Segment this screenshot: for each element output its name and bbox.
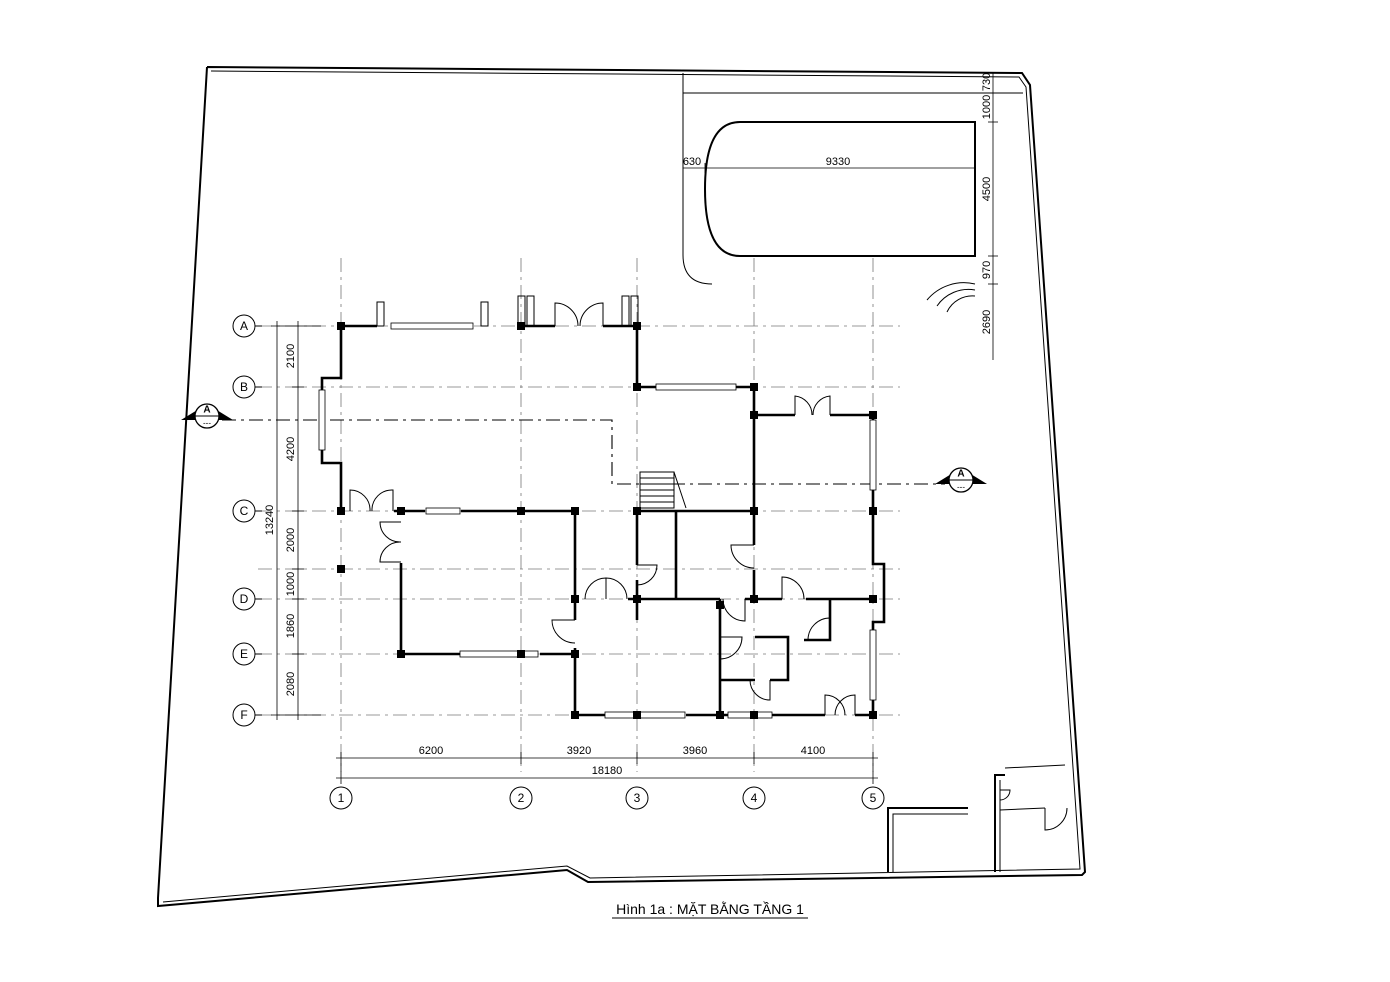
stairs (639, 471, 687, 509)
dim-v-6: 2080 (285, 672, 297, 696)
grid-col-2: 2 (518, 791, 525, 805)
pool-dim-step: 2690 (981, 310, 993, 334)
columns (337, 322, 877, 719)
dim-v-4: 1000 (285, 572, 297, 596)
grid-row-B: B (240, 380, 248, 394)
pool-outline (703, 121, 976, 257)
facade-stubs (376, 295, 639, 327)
dim-h-1: 6200 (419, 745, 443, 757)
section-cut-line (222, 419, 945, 485)
horizontal-dimensions: 6200 3920 3960 4100 18180 (336, 745, 878, 784)
grid-col-4: 4 (751, 791, 758, 805)
grid-row-D: D (240, 592, 249, 606)
grid-row-C: C (240, 504, 249, 518)
grid-col-5: 5 (870, 791, 877, 805)
grid-col-1: 1 (338, 791, 345, 805)
pool-dim-length: 9330 (826, 156, 850, 168)
grid-row-bubbles: A B C D E F (232, 314, 262, 727)
dim-v-3: 2000 (285, 528, 297, 552)
drawing-caption: Hình 1a : MẶT BẰNG TẦNG 1 (616, 900, 804, 917)
pool-dim-top-b: 1000 (981, 95, 993, 119)
dim-h-4: 4100 (801, 745, 825, 757)
doors (349, 302, 856, 716)
section-sub-left: --- (203, 419, 211, 428)
dim-v-total: 13240 (264, 505, 276, 536)
section-label-left: A (203, 405, 210, 416)
site-boundary (157, 66, 1087, 908)
pool-dim-left: 630 (683, 156, 701, 168)
pool-dim-width: 4500 (981, 177, 993, 201)
dim-h-3: 3960 (683, 745, 707, 757)
grid-row-F: F (240, 708, 247, 722)
grid-row-E: E (240, 647, 248, 661)
dim-v-5: 1860 (285, 614, 297, 638)
grid-row-A: A (240, 319, 248, 333)
outbuilding (887, 764, 1068, 872)
section-marker-right: A --- (935, 467, 987, 493)
dim-v-2: 4200 (285, 437, 297, 461)
vertical-dimensions: 2100 4200 2000 1000 1860 2080 13240 (264, 321, 321, 720)
dim-v-1: 2100 (285, 344, 297, 368)
dim-h-total: 18180 (592, 765, 623, 777)
grid-column-bubbles: 1 2 3 4 5 (329, 786, 885, 810)
pool-area (682, 73, 1023, 360)
section-sub-right: --- (957, 483, 965, 492)
windows (318, 322, 877, 719)
walls (320, 324, 886, 717)
grid-col-3: 3 (634, 791, 641, 805)
pool-dim-top-a: 730 (981, 73, 993, 91)
section-label-right: A (957, 469, 964, 480)
pool-dim-gap: 970 (981, 261, 993, 279)
pool-dimensions: 630 9330 730 1000 4500 970 2690 (683, 73, 993, 334)
section-marker-left: A --- (181, 403, 233, 429)
dim-h-2: 3920 (567, 745, 591, 757)
